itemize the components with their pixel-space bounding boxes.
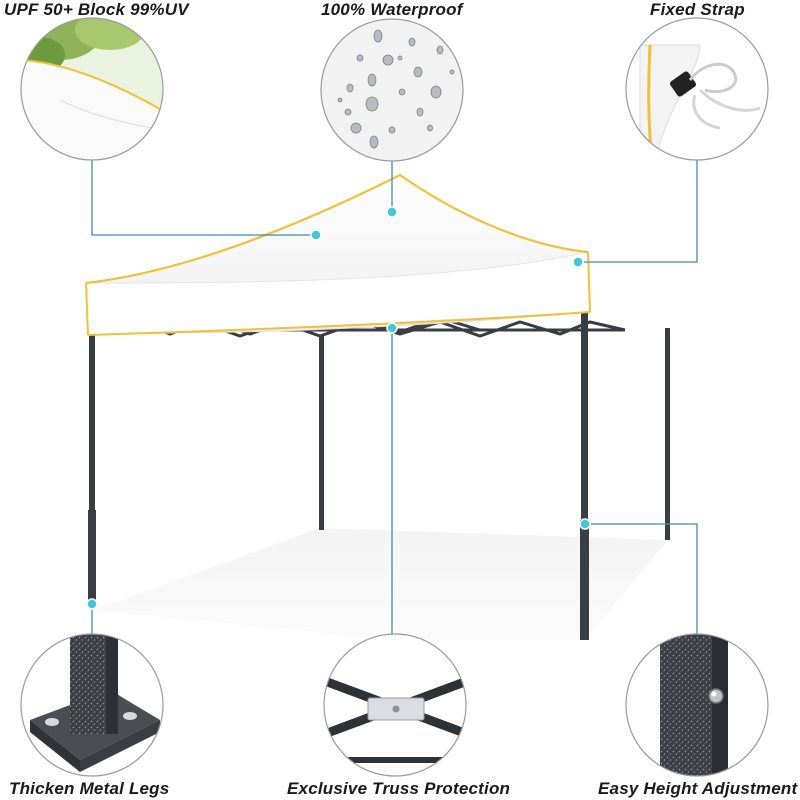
height-detail-frame [625, 633, 769, 777]
upf-detail-frame [20, 17, 164, 161]
upf-label: UPF 50+ Block 99%UV [4, 0, 189, 19]
canopy-trim-bottom [87, 311, 591, 336]
waterproof-detail-frame [320, 18, 464, 162]
canopy-trim-side [85, 282, 89, 336]
legs-label: Thicken Metal Legs [9, 779, 170, 798]
strap-detail-frame [625, 17, 769, 161]
truss-detail-frame [323, 633, 467, 777]
sun-canopy-corner-detail [21, 18, 163, 160]
truss-label: Exclusive Truss Protection [287, 779, 511, 798]
callout-dots [86, 206, 591, 610]
metal-leg-base-detail [21, 634, 163, 776]
canopy-trim [85, 173, 589, 285]
ground-shadow [95, 528, 668, 640]
strap-label: Fixed Strap [650, 0, 745, 19]
height-label: Easy Height Adjustment [598, 779, 798, 798]
height-adjust-pin-detail [626, 634, 768, 776]
water-droplets-detail [321, 19, 463, 161]
fixed-strap-detail [626, 18, 768, 160]
legs-detail-frame [20, 633, 164, 777]
tent-legs [88, 312, 670, 640]
waterproof-label: 100% Waterproof [321, 0, 463, 19]
callout-lines [91, 160, 698, 634]
